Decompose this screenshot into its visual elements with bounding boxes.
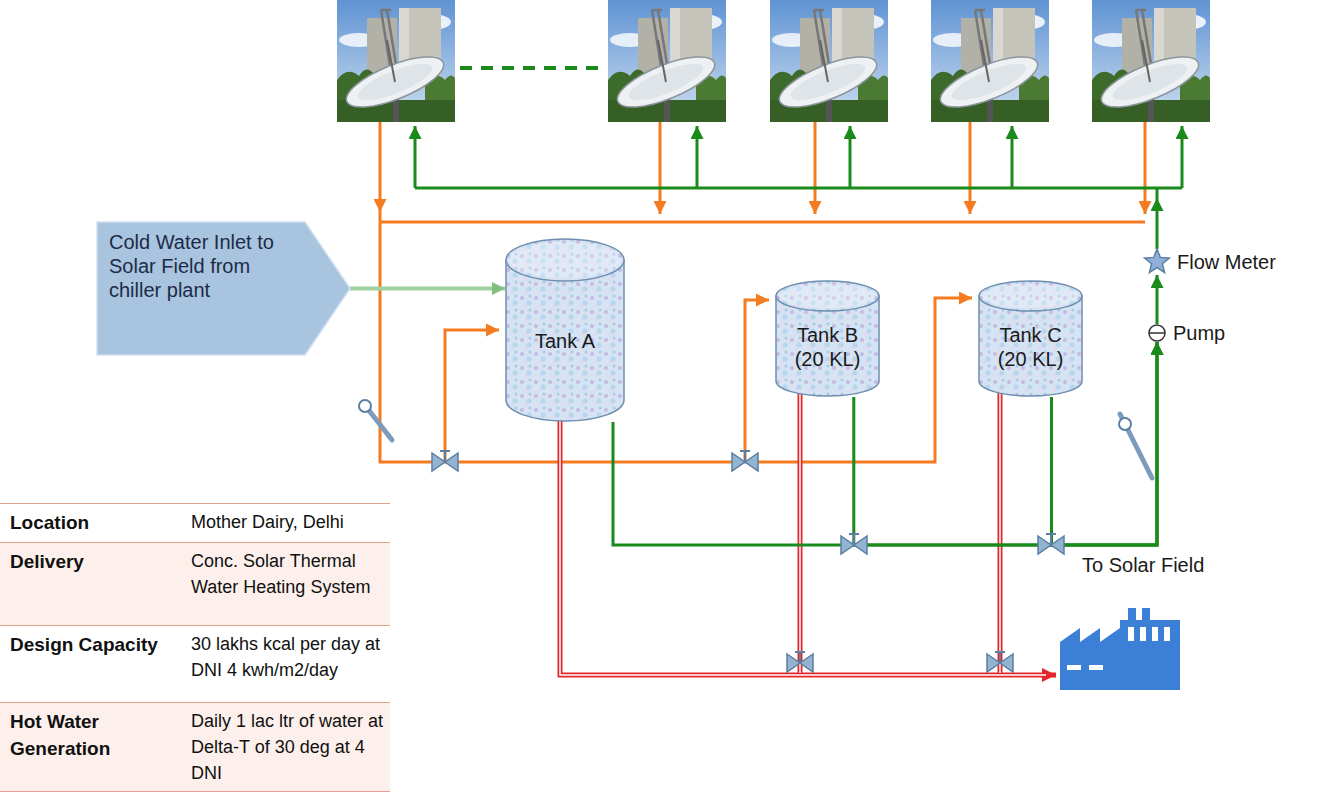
hot-water-pipe — [745, 300, 769, 462]
hot-water-pipe — [659, 122, 662, 214]
solar-dish-photo — [337, 0, 1210, 122]
hot-water-pipe — [380, 212, 972, 462]
supply-pipe — [849, 126, 852, 188]
factory-icon — [1164, 627, 1170, 641]
pump-symbol — [1148, 324, 1166, 342]
table-header-cell: Design Capacity — [0, 626, 185, 702]
tank-top-sheen — [982, 284, 1079, 308]
process-hot-water-pipe — [560, 392, 1056, 675]
factory-icon — [1067, 665, 1081, 670]
solar-dish-photo — [337, 0, 455, 122]
pump-bar — [1149, 332, 1165, 334]
storage-tank: Tank C (20 KL) — [978, 280, 1083, 397]
tank-top — [776, 281, 879, 311]
tank-top — [506, 239, 624, 281]
tank-top-sheen — [779, 284, 876, 308]
solar-dish-photo — [1092, 0, 1210, 122]
hot-water-pipe — [969, 122, 972, 214]
table-row: DeliveryConc. Solar Thermal Water Heatin… — [0, 543, 390, 626]
flow-meter-star — [1145, 249, 1170, 273]
thermometer-symbol — [359, 400, 1152, 478]
table-row: Design Capacity30 lakhs kcal per day at … — [0, 626, 390, 703]
valve-symbol — [787, 652, 813, 672]
table-cell: Conc. Solar Thermal Water Heating System — [185, 543, 390, 625]
solar-dish-photo — [770, 0, 888, 122]
node-label: Cold Water Inlet to Solar Field from chi… — [109, 230, 295, 302]
factory-icon — [1128, 627, 1134, 641]
table-row: LocationMother Dairy, Delhi — [0, 504, 390, 543]
process-hot-water-pipe — [999, 392, 1001, 673]
supply-pipe — [696, 126, 699, 188]
solar-dish-photo — [608, 0, 726, 122]
table-header-cell: Delivery — [0, 543, 185, 625]
info-table: LocationMother Dairy, DelhiDeliveryConc.… — [0, 503, 390, 792]
supply-pipe — [414, 126, 417, 188]
hot-water-pipe — [379, 122, 382, 212]
text-holder: Tank B (20 KL) — [775, 312, 880, 381]
thermometer-symbol — [359, 400, 371, 412]
table-row: Hot Water GenerationDaily 1 lac ltr of w… — [0, 703, 390, 792]
valve-symbol — [841, 534, 867, 554]
flow-direction-label: To Solar Field — [1082, 553, 1204, 577]
tank-top-sheen — [509, 242, 621, 278]
process-hot-water-pipe — [998, 392, 1003, 675]
tank-label: Tank C (20 KL) — [986, 323, 1076, 371]
valve-symbol — [432, 451, 1064, 672]
table-header-cell: Hot Water Generation — [0, 703, 185, 791]
factory-icon — [1060, 608, 1180, 690]
supply-pipe — [415, 187, 1182, 190]
hot-water-pipe — [380, 122, 1145, 462]
tank-label: Tank A — [535, 329, 595, 353]
flow-meter-symbol — [1144, 249, 1170, 275]
table-cell: 30 lakhs kcal per day at DNI 4 kwh/m2/da… — [185, 626, 390, 702]
flow-meter-symbol: Flow Meter — [1144, 249, 1276, 275]
supply-pipe — [415, 126, 1182, 249]
text-holder: Tank A — [505, 282, 625, 400]
tank-label: Tank B (20 KL) — [783, 323, 873, 371]
hot-water-pipe — [380, 221, 1145, 224]
factory-icon — [1152, 627, 1158, 641]
cold-water-line — [350, 287, 505, 291]
tank-top — [979, 281, 1082, 311]
table-cell: Daily 1 lac ltr of water at Delta-T of 3… — [185, 703, 390, 791]
factory-icon — [1089, 665, 1103, 670]
thermometer-symbol — [1119, 418, 1131, 430]
valve-symbol — [432, 451, 458, 471]
process-hot-water-pipe — [798, 392, 803, 675]
text-holder: Cold Water Inlet to Solar Field from chi… — [97, 222, 350, 310]
hot-water-pipe — [1144, 122, 1147, 214]
tank-body — [506, 260, 624, 421]
storage-tank: Tank A — [505, 238, 625, 422]
text-holder: Tank C (20 KL) — [978, 312, 1083, 381]
table-header-cell: Location — [0, 504, 185, 542]
thermometer-symbol — [1120, 414, 1152, 478]
hot-water-pipe — [445, 330, 499, 462]
continuation-dash — [460, 66, 604, 70]
inlet-arrow-shape — [97, 222, 350, 355]
valve-symbol — [732, 451, 758, 471]
storage-tank: Tank B (20 KL) — [775, 280, 880, 397]
symbol-label: Pump — [1173, 321, 1225, 345]
pump-symbol: Pump — [1148, 321, 1225, 345]
supply-pipe — [1011, 126, 1014, 188]
valve-symbol — [987, 652, 1013, 672]
solar-dish-photo — [931, 0, 1049, 122]
hot-water-pipe — [814, 122, 817, 214]
process-hot-water-pipe — [799, 392, 801, 673]
factory-icon — [1140, 627, 1146, 641]
supply-pipe — [1156, 198, 1159, 249]
table-cell: Mother Dairy, Delhi — [185, 504, 390, 542]
valve-symbol — [1038, 534, 1064, 554]
pump-circle — [1149, 325, 1165, 341]
factory-icon — [1060, 608, 1180, 690]
return-water-pipe — [1156, 275, 1159, 324]
inlet-arrow-box: Cold Water Inlet to Solar Field from chi… — [97, 222, 350, 355]
supply-pipe — [1181, 126, 1184, 188]
symbol-label: Flow Meter — [1177, 250, 1276, 274]
